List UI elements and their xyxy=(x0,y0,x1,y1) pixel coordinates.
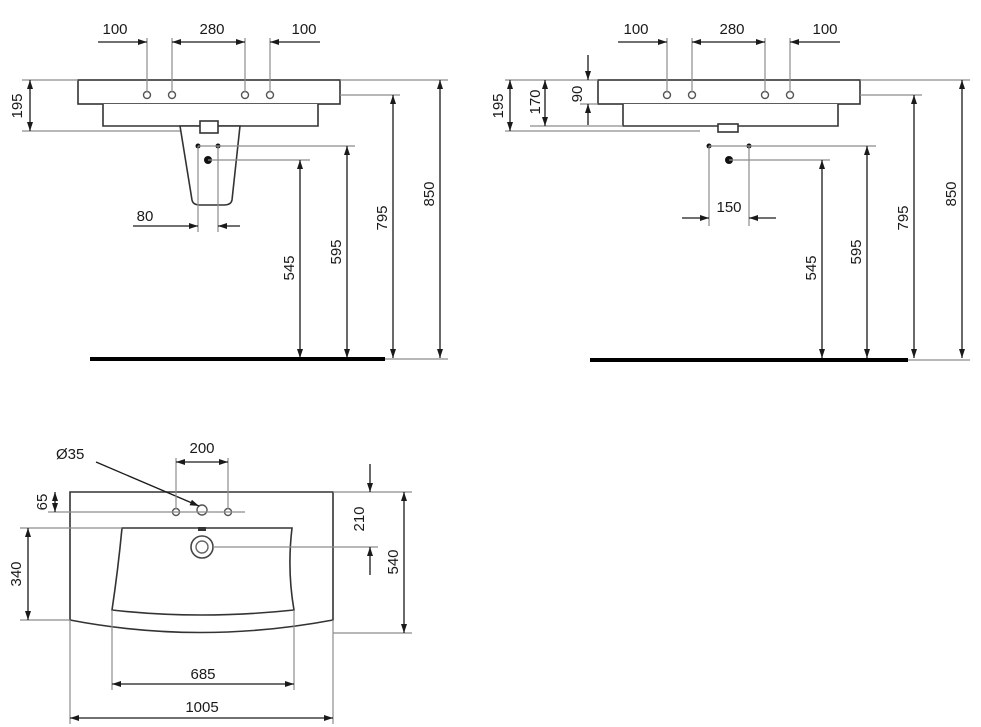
tap-hole xyxy=(265,90,275,100)
tap-hole xyxy=(142,90,152,100)
dim-bowl-depth: 340 xyxy=(8,561,25,586)
dim-waste-offset: 210 xyxy=(351,506,368,531)
tap-hole xyxy=(785,90,795,100)
tap-hole xyxy=(687,90,697,100)
dim-underside-height: 795 xyxy=(374,205,391,230)
dim-basin-height: 195 xyxy=(9,93,26,118)
top-view-plan: Ø35 200 65 340 210 540 685 100 xyxy=(8,440,412,724)
dim-right-spacing: 100 xyxy=(291,21,316,38)
dim-basin-height: 195 xyxy=(490,93,507,118)
waste-outlet xyxy=(199,120,219,134)
dim-rim-height: 850 xyxy=(943,181,960,206)
dim-supply-spacing: 150 xyxy=(716,199,741,216)
dim-trap-offset: 80 xyxy=(137,208,154,225)
dim-supply-height: 595 xyxy=(328,239,345,264)
pedestal xyxy=(179,125,241,206)
overflow xyxy=(198,527,206,531)
front-view-pedestal: 100 280 100 195 80 545 595 795 850 xyxy=(9,21,448,361)
dim-center-spacing: 280 xyxy=(199,21,224,38)
dim-left-spacing: 100 xyxy=(623,21,648,38)
main-tap-hole xyxy=(196,504,208,516)
dim-rim-depth: 90 xyxy=(569,86,586,103)
dim-tap-offset: 65 xyxy=(34,494,51,511)
dim-bowl-height: 170 xyxy=(527,89,544,114)
basin-bowl xyxy=(622,104,839,127)
dim-rim-height: 850 xyxy=(421,181,438,206)
dim-right-spacing: 100 xyxy=(812,21,837,38)
dim-left-spacing: 100 xyxy=(102,21,127,38)
tap-hole xyxy=(760,90,770,100)
basin-rim xyxy=(597,79,861,105)
waste-outlet xyxy=(717,123,739,133)
dim-total-width: 1005 xyxy=(185,699,218,716)
dim-hole-diameter: Ø35 xyxy=(56,446,84,463)
tap-hole xyxy=(167,90,177,100)
dim-supply-height: 595 xyxy=(848,239,865,264)
dim-tap-spacing: 200 xyxy=(189,440,214,457)
basin-bowl-outline xyxy=(111,527,295,616)
front-view-wallhung: 100 280 100 195 170 90 150 545 595 795 8… xyxy=(490,21,970,362)
dim-underside-height: 795 xyxy=(895,205,912,230)
dim-waste-height: 545 xyxy=(803,255,820,280)
dim-total-depth: 540 xyxy=(385,549,402,574)
dim-bowl-width: 685 xyxy=(190,666,215,683)
tap-hole xyxy=(240,90,250,100)
basin-rim xyxy=(77,79,341,105)
dim-waste-height: 545 xyxy=(281,255,298,280)
dim-center-spacing: 280 xyxy=(719,21,744,38)
tap-hole xyxy=(662,90,672,100)
